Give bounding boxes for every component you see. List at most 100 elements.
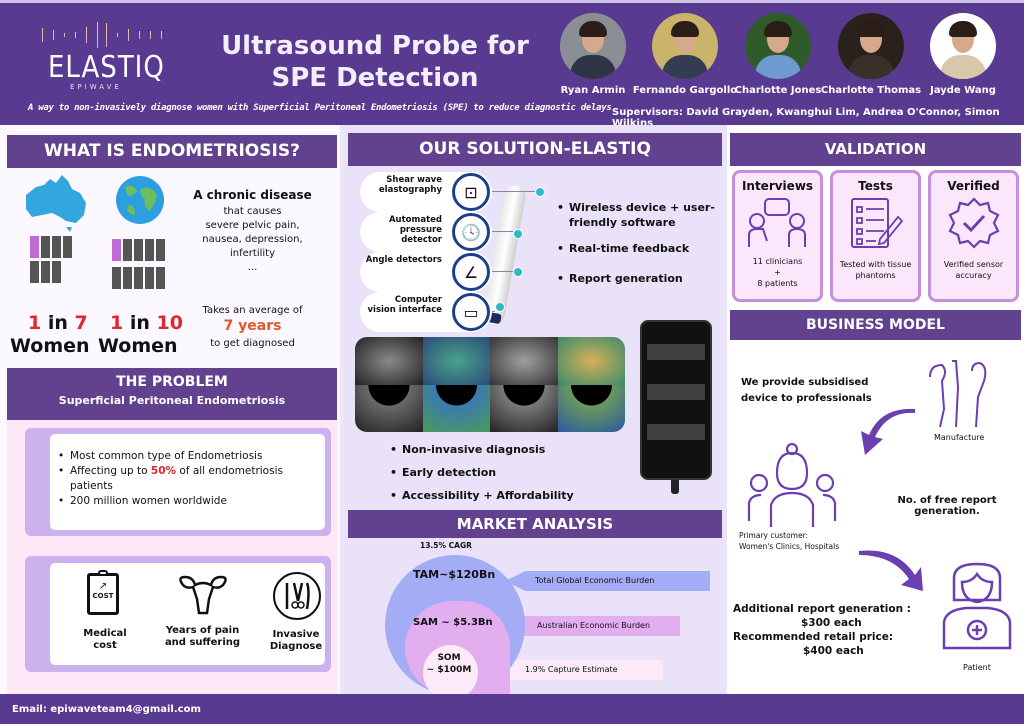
problem-heading-box: THE PROBLEM Superficial Peritoneal Endom… [7,368,337,420]
person-icon [134,267,143,289]
pricing: Additional report generation : $300 each… [733,602,943,658]
benefit-item: Report generation [557,271,717,286]
validation-card-interviews: Interviews 11 clinicians + 8 patients [732,170,823,302]
au-in: in [41,312,75,334]
doctors-icon [747,443,837,527]
benefit-item: Real-time feedback [557,241,717,256]
team-member: Charlotte Thomas [816,13,926,96]
member-photo [838,13,904,79]
member-name: Fernando Gargollo [632,85,738,96]
card-title: Interviews [741,179,814,193]
person-icon [123,239,132,261]
world-num: 1 [110,312,124,334]
phone-image [640,320,712,480]
title-line-1: Ultrasound Probe for [221,31,529,61]
left-column: WHAT IS ENDOMETRIOSIS? 1 in 7 1 in 10 Wo… [0,125,340,694]
member-photo [930,13,996,79]
outcome-item: Accessibility + Affordability [390,484,620,507]
feature-connector [492,231,513,232]
problem-bullet: Affecting up to 50% of all endometriosis… [58,464,317,494]
avg-prefix: Takes an average of [202,305,303,316]
team-member: Ryan Armin [538,13,648,96]
market-cagr: 13.5% CAGR [420,541,472,550]
benefit-item: Wireless device + user-friendly software [557,200,717,230]
person-icon [145,267,154,289]
manufacture-label: Manufacture [934,433,985,442]
market-heading: MARKET ANALYSIS [348,510,722,538]
patient-icon [942,562,1012,650]
feature-dot [513,229,523,239]
feature-item: Automated pressure detector🕓 [360,212,513,252]
card-desc: Verified sensor accuracy [943,260,1004,280]
outcome-item: Non-invasive diagnosis [390,438,620,461]
member-photo [652,13,718,79]
bullet-suffix: of all endometriosis patients [70,465,283,492]
member-name: Ryan Armin [560,85,626,96]
member-photo [745,13,811,79]
world-ratio: 1 in 10 [110,312,183,334]
right-column: VALIDATION Interviews 11 clinicians + 8 … [727,125,1024,694]
feature-item: Computer vision interface ▭ [360,292,495,332]
feature-dot [495,302,505,312]
solution-heading: OUR SOLUTION-ELASTIQ [348,133,722,166]
card-desc: Tested with tissue phantoms [839,260,912,280]
surgical-tools-icon [273,572,321,620]
tam-label: TAM~$120Bn [413,568,496,581]
person-icon [63,236,72,258]
globe-icon [116,176,164,224]
impacts-card: ↗ COST Medical cost Years of pain and su… [50,563,325,665]
feature-connector [492,311,495,312]
feature-label: Automated pressure detector [388,215,442,245]
som-circle [423,645,478,700]
arrow-down-right-icon [859,550,923,591]
arrow-down-left-icon [861,408,915,455]
sound-wave-icon [38,15,169,55]
impacts-frame: ↗ COST Medical cost Years of pain and su… [25,556,331,672]
phone-probe-connector [671,480,679,494]
highlight-50: 50% [150,465,177,477]
poster-title: Ultrasound Probe for SPE Detection [190,30,560,94]
member-name: Charlotte Thomas [820,85,922,96]
feature-dot [513,267,523,277]
verified-badge-icon [948,197,999,249]
disease-desc: that causes severe pelvic pain, nausea, … [202,206,303,273]
cost-clipboard-icon: ↗ COST [87,570,119,615]
footer: Email: epiwaveteam4@gmail.com [0,694,1024,724]
person-icon [112,267,121,289]
team-member: Jayde Wang [908,13,1018,96]
person-icon [41,261,50,283]
person-icon [112,239,121,261]
shear-wave-icon: ⊡ [452,173,490,211]
pricing-line: $400 each [803,645,864,657]
benefits-list: Wireless device + user-friendly software… [557,200,717,286]
member-photo [560,13,626,79]
avg-suffix: to get diagnosed [210,338,295,349]
cost-glyph: COST [92,592,114,600]
header: ELASTIQ EPIWAVE Ultrasound Probe for SPE… [0,0,1024,129]
world-people-icon [112,239,172,292]
title-line-2: SPE Detection [271,63,479,93]
tam-callout [505,571,710,591]
member-name: Charlotte Jones [734,85,822,96]
person-icon [145,239,154,261]
logo-sub: EPIWAVE [70,83,122,91]
som-label: SOM ~ $100M [426,653,472,675]
monitor-icon: ▭ [452,293,490,331]
free-report-text: No. of free report generation. [897,495,997,517]
angle-icon: ∠ [452,253,490,291]
pricing-line: Recommended retail price: [733,631,894,643]
feature-label: Computer vision interface [367,295,443,315]
impact-label: Years of pain and suffering [164,625,241,648]
au-ratio: 1 in 7 [28,312,88,334]
world-den: 10 [156,312,183,334]
sam-callout [480,616,680,636]
middle-column: OUR SOLUTION-ELASTIQ Shear wave elastogr… [345,125,727,700]
outcome-item: Early detection [390,461,620,484]
logo-brand: ELASTIQ [48,50,165,86]
problem-bullet: 200 million women worldwide [58,494,317,509]
person-icon [30,236,39,258]
card-desc: 11 clinicians + 8 patients [752,257,803,288]
pricing-line: Additional report generation : [733,603,911,615]
feature-connector [492,271,513,272]
contact-email[interactable]: Email: epiwaveteam4@gmail.com [12,704,201,715]
